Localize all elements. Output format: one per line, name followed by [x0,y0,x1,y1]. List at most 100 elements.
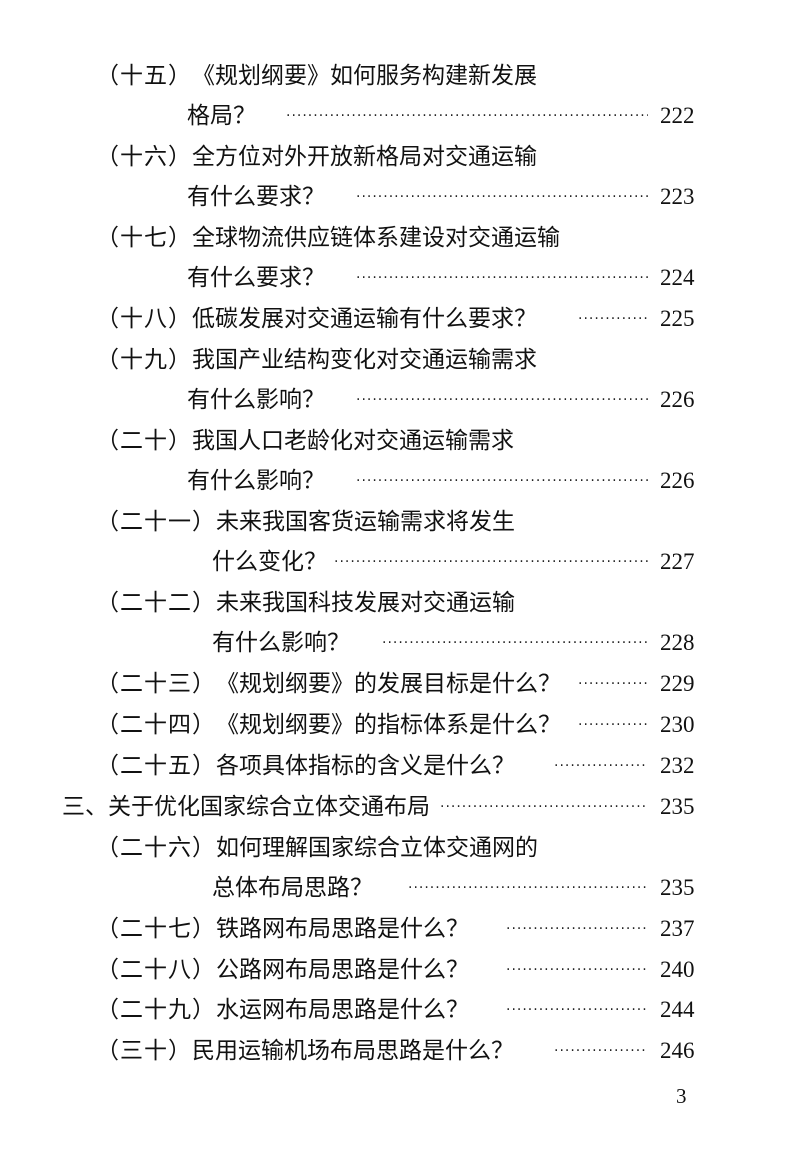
toc-entry-20-line2: 有什么影响？ [187,461,325,501]
toc-entry-page[interactable]: 224 [660,265,695,290]
toc-entry-number: （十九） [96,347,192,373]
leader-dots: ········································… [440,799,648,815]
leader-dots: ········································… [356,392,648,408]
toc-entry-page[interactable]: 229 [660,671,695,696]
toc-section-title: 三、关于优化国家综合立体交通布局 [62,794,430,820]
toc-entry-number: （二十七） [96,916,216,942]
toc-entry-page[interactable]: 226 [660,468,695,493]
toc-entry-number: （二十五） [96,753,216,779]
toc-entry-28: （二十八） 公路网布局思路是什么？ [96,950,469,990]
toc-entry-page[interactable]: 222 [660,103,695,128]
toc-entry-number: （十八） [96,306,192,332]
toc-entry-title-cont: 有什么影响？ [187,468,325,494]
page-number: 3 [676,1084,687,1108]
toc-entry-title: 未来我国客货运输需求将发生 [216,509,515,535]
toc-entry-page[interactable]: 230 [660,712,695,737]
leader-dots: ········································… [286,108,648,124]
toc-entry-title: 《规划纲要》如何服务构建新发展 [192,63,537,89]
toc-entry-26-line2: 总体布局思路？ [212,868,373,908]
leader-dots: ························· [578,311,648,327]
toc-entry-29: （二十九） 水运网布局思路是什么？ [96,990,469,1030]
toc-entry-title-cont: 有什么要求？ [187,184,325,210]
leader-dots: ································· [554,1043,648,1059]
toc-entry-title: 水运网布局思路是什么？ [216,997,469,1023]
toc-entry-number: （二十一） [96,509,216,535]
toc-entry-page[interactable]: 246 [660,1038,695,1063]
toc-entry-page[interactable]: 227 [660,549,695,574]
toc-entry-26-line1: （二十六） 如何理解国家综合立体交通网的 [96,828,538,868]
toc-entry-number: （二十六） [96,835,216,861]
toc-entry-19-line2: 有什么影响？ [187,380,325,420]
toc-entry-24: （二十四） 《规划纲要》的指标体系是什么？ [96,705,561,745]
toc-entry-title-cont: 总体布局思路？ [212,875,373,901]
toc-entry-title: 我国产业结构变化对交通运输需求 [192,347,537,373]
toc-entry-number: （十七） [96,225,192,251]
toc-entry-title: 如何理解国家综合立体交通网的 [216,835,538,861]
toc-entry-page[interactable]: 235 [660,794,695,819]
leader-dots: ········································… [506,962,648,978]
leader-dots: ································· [554,758,648,774]
leader-dots: ········································… [356,270,648,286]
toc-entry-title-cont: 格局？ [187,103,256,129]
toc-entry-page[interactable]: 225 [660,306,695,331]
toc-entry-page[interactable]: 232 [660,753,695,778]
toc-entry-title-cont: 有什么要求？ [187,265,325,291]
toc-entry-title: 公路网布局思路是什么？ [216,957,469,983]
toc-entry-title: 我国人口老龄化对交通运输需求 [192,428,514,454]
toc-entry-16-line1: （十六） 全方位对外开放新格局对交通运输 [96,137,537,177]
toc-entry-title-cont: 什么变化？ [212,549,327,575]
toc-entry-title: 《规划纲要》的发展目标是什么？ [216,671,561,697]
toc-entry-title: 低碳发展对交通运输有什么要求？ [192,306,537,332]
toc-entry-number: （二十九） [96,997,216,1023]
toc-entry-number: （二十四） [96,712,216,738]
toc-entry-page[interactable]: 235 [660,875,695,900]
toc-entry-page[interactable]: 237 [660,916,695,941]
toc-entry-title: 未来我国科技发展对交通运输 [216,590,515,616]
toc-entry-page[interactable]: 228 [660,630,695,655]
leader-dots: ········································… [408,880,648,896]
leader-dots: ························· [578,676,648,692]
toc-section-3: 三、关于优化国家综合立体交通布局 [62,787,430,827]
toc-entry-title: 各项具体指标的含义是什么？ [216,753,515,779]
toc-entry-number: （三十） [96,1038,192,1064]
leader-dots: ········································… [506,1002,648,1018]
toc-entry-number: （二十） [96,428,192,454]
toc-entry-number: （十六） [96,144,192,170]
leader-dots: ········································… [356,473,648,489]
toc-entry-17-line2: 有什么要求？ [187,258,325,298]
leader-dots: ········································… [334,554,648,570]
toc-entry-number: （二十八） [96,957,216,983]
toc-entry-16-line2: 有什么要求？ [187,177,325,217]
toc-entry-21-line1: （二十一） 未来我国客货运输需求将发生 [96,502,515,542]
leader-dots: ········································… [382,635,648,651]
toc-entry-number: （二十三） [96,671,216,697]
toc-entry-page[interactable]: 244 [660,997,695,1022]
toc-entry-title: 民用运输机场布局思路是什么？ [192,1038,514,1064]
toc-entry-19-line1: （十九） 我国产业结构变化对交通运输需求 [96,340,537,380]
toc-entry-18: （十八） 低碳发展对交通运输有什么要求？ [96,299,537,339]
toc-entry-title: 《规划纲要》的指标体系是什么？ [216,712,561,738]
toc-entry-17-line1: （十七） 全球物流供应链体系建设对交通运输 [96,218,560,258]
toc-entry-title: 全球物流供应链体系建设对交通运输 [192,225,560,251]
toc-entry-number: （十五） [96,63,192,89]
leader-dots: ········································… [506,921,648,937]
toc-entry-number: （二十二） [96,590,216,616]
toc-entry-page[interactable]: 226 [660,387,695,412]
toc-entry-title: 全方位对外开放新格局对交通运输 [192,144,537,170]
toc-entry-title: 铁路网布局思路是什么？ [216,916,469,942]
toc-entry-25: （二十五） 各项具体指标的含义是什么？ [96,746,515,786]
leader-dots: ········································… [356,189,648,205]
toc-entry-title-cont: 有什么影响？ [212,630,350,656]
toc-entry-page[interactable]: 240 [660,957,695,982]
toc-entry-30: （三十） 民用运输机场布局思路是什么？ [96,1031,514,1071]
leader-dots: ························· [578,717,648,733]
toc-entry-27: （二十七） 铁路网布局思路是什么？ [96,909,469,949]
toc-entry-23: （二十三） 《规划纲要》的发展目标是什么？ [96,664,561,704]
toc-entry-20-line1: （二十） 我国人口老龄化对交通运输需求 [96,421,514,461]
toc-entry-22-line1: （二十二） 未来我国科技发展对交通运输 [96,583,515,623]
toc-entry-title-cont: 有什么影响？ [187,387,325,413]
toc-entry-15-line2: 格局？ [187,96,256,136]
toc-entry-22-line2: 有什么影响？ [212,623,350,663]
toc-entry-page[interactable]: 223 [660,184,695,209]
